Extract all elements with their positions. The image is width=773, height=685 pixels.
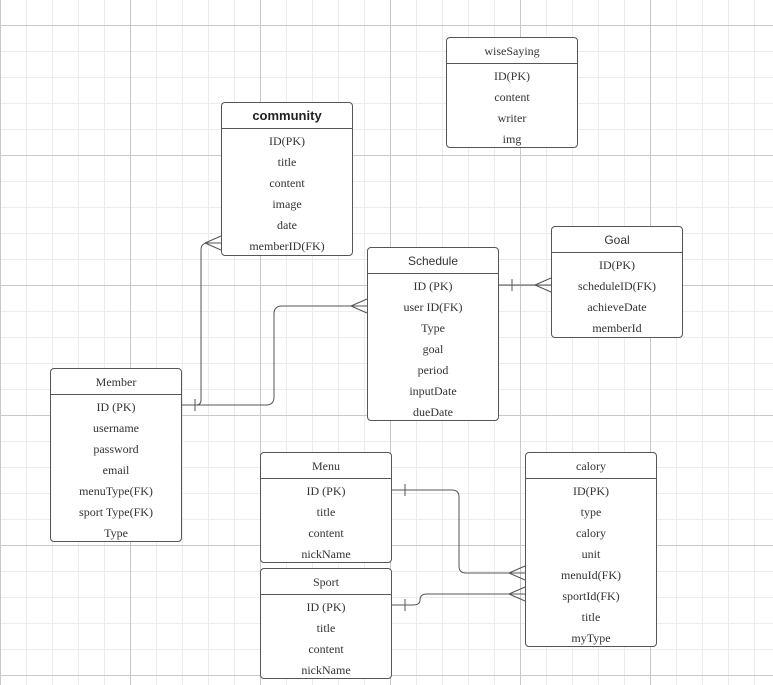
- entity-field: unit: [581, 547, 601, 561]
- entity-field: img: [502, 132, 522, 146]
- entity-field: Type: [421, 321, 445, 335]
- entity-header: wiseSaying: [447, 38, 577, 64]
- entity-field: content: [494, 90, 530, 104]
- entity-fields: ID (PK) username password email menuType…: [51, 395, 181, 544]
- entity-field: dueDate: [413, 405, 453, 419]
- entity-field: title: [316, 621, 336, 635]
- entity-field: achieveDate: [587, 300, 647, 314]
- entity-wisesaying[interactable]: wiseSaying ID(PK) content writer img: [446, 37, 578, 148]
- entity-field: ID (PK): [306, 600, 346, 614]
- crowfoot-schedule: [350, 298, 368, 307]
- entity-calory[interactable]: calory ID(PK) type calory unit menuId(FK…: [525, 452, 657, 647]
- entity-fields: ID(PK) title content image date memberID…: [222, 129, 352, 257]
- entity-field: type: [580, 505, 602, 519]
- entity-header: Member: [51, 369, 181, 395]
- entity-field: myType: [571, 631, 611, 645]
- crowfoot-community-b: [204, 242, 222, 251]
- entity-fields: ID(PK) content writer img: [447, 64, 577, 150]
- entity-field: ID (PK): [413, 279, 453, 293]
- entity-header: Schedule: [368, 248, 498, 274]
- entity-field: sport Type(FK): [79, 505, 153, 519]
- entity-fields: ID (PK) user ID(FK) Type goal period inp…: [368, 274, 498, 423]
- entity-field: memberId: [592, 321, 642, 335]
- entity-community[interactable]: community ID(PK) title content image dat…: [221, 102, 353, 256]
- connector-sport-calory[interactable]: [392, 593, 525, 606]
- entity-member[interactable]: Member ID (PK) username password email m…: [50, 368, 182, 542]
- entity-fields: ID (PK) title content nickName: [261, 595, 391, 681]
- entity-goal[interactable]: Goal ID(PK) scheduleID(FK) achieveDate m…: [551, 226, 683, 338]
- connector-menu-calory[interactable]: [392, 489, 525, 574]
- entity-field: user ID(FK): [403, 300, 463, 314]
- entity-field: ID(PK): [269, 134, 305, 148]
- entity-field: writer: [497, 111, 527, 125]
- entity-field: content: [308, 526, 344, 540]
- entity-field: sportId(FK): [562, 589, 620, 603]
- entity-fields: ID(PK) type calory unit menuId(FK) sport…: [526, 479, 656, 649]
- entity-field: image: [272, 197, 302, 211]
- entity-field: content: [269, 176, 305, 190]
- connector-member-community[interactable]: [182, 242, 221, 406]
- entity-header: calory: [526, 453, 656, 479]
- entity-field: username: [93, 421, 139, 435]
- entity-field: ID(PK): [573, 484, 609, 498]
- entity-fields: ID (PK) title content nickName: [261, 479, 391, 565]
- entity-field: inputDate: [409, 384, 457, 398]
- entity-header: community: [222, 103, 352, 129]
- entity-field: ID (PK): [96, 400, 136, 414]
- entity-field: content: [308, 642, 344, 656]
- crowfoot-schedule-b: [350, 305, 368, 314]
- entity-field: nickName: [301, 547, 351, 561]
- entity-field: period: [417, 363, 449, 377]
- connector-member-schedule[interactable]: [182, 305, 367, 406]
- entity-field: title: [316, 505, 336, 519]
- crowfoot-calory-sport-b: [508, 593, 526, 602]
- crowfoot-calory-menu-b: [508, 572, 526, 581]
- entity-schedule[interactable]: Schedule ID (PK) user ID(FK) Type goal p…: [367, 247, 499, 421]
- entity-field: title: [277, 155, 297, 169]
- entity-field: menuId(FK): [561, 568, 621, 582]
- entity-header: Goal: [552, 227, 682, 253]
- entity-menu[interactable]: Menu ID (PK) title content nickName: [260, 452, 392, 563]
- entity-field: Type: [104, 526, 128, 540]
- crowfoot-goal: [534, 277, 552, 286]
- entity-fields: ID(PK) scheduleID(FK) achieveDate member…: [552, 253, 682, 339]
- entity-header: Sport: [261, 569, 391, 595]
- entity-field: ID(PK): [599, 258, 635, 272]
- entity-field: menuType(FK): [79, 484, 153, 498]
- entity-field: date: [277, 218, 297, 232]
- entity-sport[interactable]: Sport ID (PK) title content nickName: [260, 568, 392, 679]
- entity-field: ID (PK): [306, 484, 346, 498]
- entity-field: memberID(FK): [249, 239, 325, 253]
- crowfoot-calory-sport: [508, 586, 526, 595]
- crowfoot-community: [204, 235, 222, 244]
- crowfoot-goal-b: [534, 284, 552, 293]
- crowfoot-calory-menu: [508, 565, 526, 574]
- entity-field: email: [102, 463, 130, 477]
- entity-field: title: [581, 610, 601, 624]
- entity-field: scheduleID(FK): [578, 279, 656, 293]
- entity-field: goal: [422, 342, 444, 356]
- entity-header: Menu: [261, 453, 391, 479]
- entity-field: calory: [576, 526, 606, 540]
- entity-field: nickName: [301, 663, 351, 677]
- entity-field: ID(PK): [494, 69, 530, 83]
- entity-field: password: [93, 442, 139, 456]
